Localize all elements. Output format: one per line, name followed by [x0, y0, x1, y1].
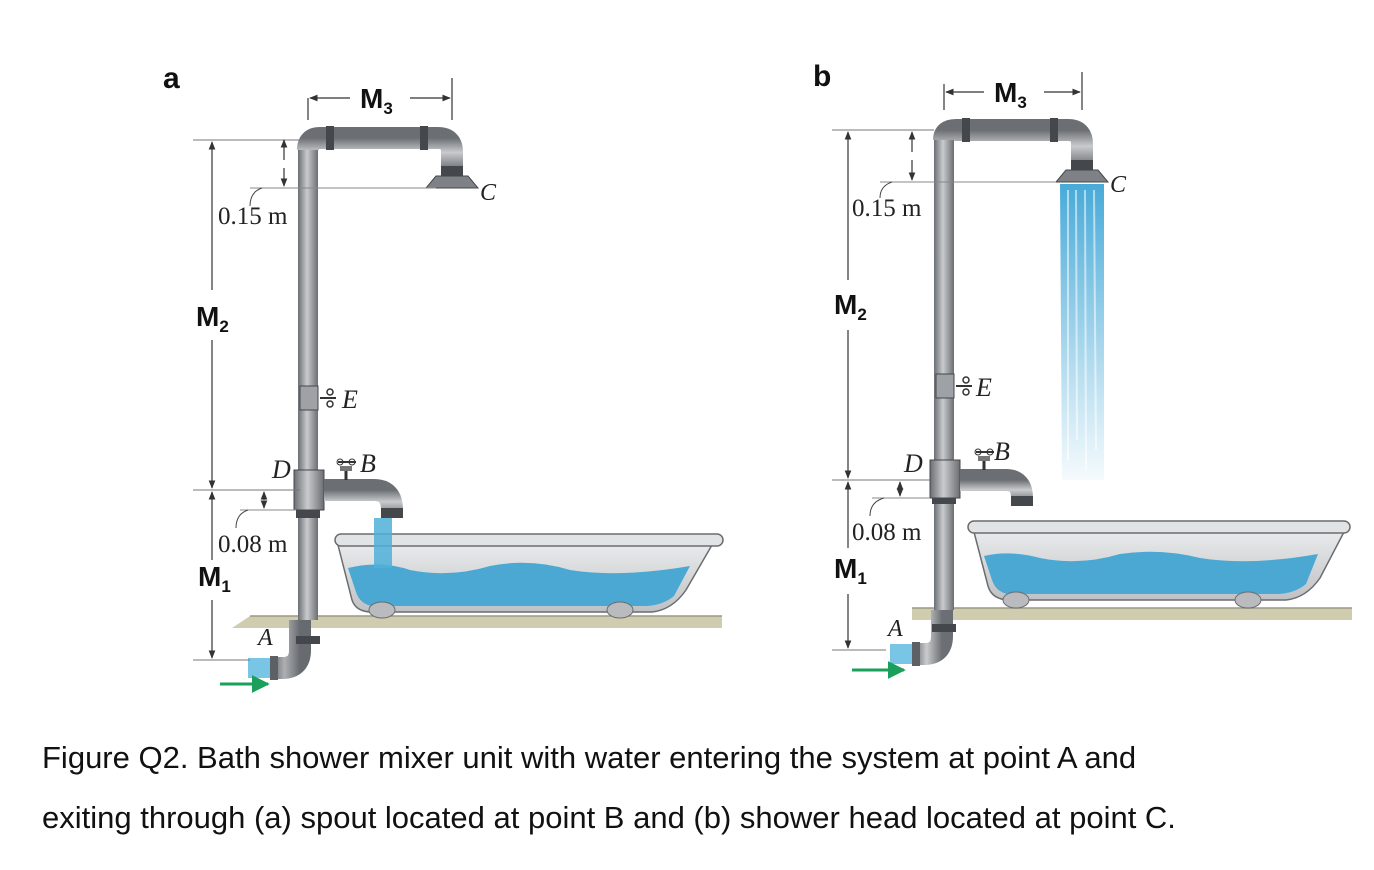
dim-top-a: 0.15 m	[218, 203, 288, 230]
dim-bottom-b: 0.08 m	[852, 519, 922, 546]
tub-water-b	[984, 551, 1318, 594]
riser-a	[298, 150, 318, 620]
valve-e-handle-a	[320, 388, 336, 408]
point-e-label-a: E	[341, 385, 358, 414]
panel-letter-b: b	[813, 60, 831, 93]
point-e-label-b: E	[975, 373, 992, 402]
point-d-label-a: D	[271, 455, 291, 484]
top-arm-b	[933, 119, 1093, 166]
m3-label-a: M3	[360, 83, 393, 118]
shower-spray-b	[1060, 184, 1104, 480]
diagram-svg: a A E	[163, 60, 1352, 693]
bathtub-b	[967, 520, 1351, 609]
point-d-label-b: D	[903, 449, 923, 478]
figure-caption: Figure Q2. Bath shower mixer unit with w…	[42, 728, 1342, 848]
shower-head-a	[424, 175, 480, 189]
point-c-label-a: C	[480, 180, 497, 206]
top-arm-a	[297, 127, 463, 170]
valve-b-handle-a	[336, 458, 356, 480]
panel-a: a A E	[163, 62, 724, 693]
tee-d-b	[929, 459, 961, 499]
valve-e-body-b	[935, 373, 955, 399]
panel-letter-a: a	[163, 62, 180, 95]
inlet-water-a	[248, 658, 270, 678]
inlet-elbow-a	[272, 620, 311, 679]
inlet-elbow-b	[914, 610, 953, 665]
valve-e-handle-b	[956, 376, 972, 396]
dim-bottom-a: 0.08 m	[218, 531, 288, 558]
point-b-label-a: B	[360, 449, 376, 478]
point-a-label-b: A	[886, 616, 903, 642]
bathtub-a	[334, 533, 724, 619]
m1-label-a: M1	[198, 561, 231, 596]
valve-b-handle-b	[974, 448, 994, 470]
shower-head-b	[1054, 169, 1110, 183]
caption-line-1: Figure Q2. Bath shower mixer unit with w…	[42, 740, 1137, 775]
inlet-water-b	[890, 644, 912, 664]
caption-line-2: exiting through (a) spout located at poi…	[42, 800, 1176, 835]
point-a-label-a: A	[256, 625, 273, 651]
spout-water-a	[374, 518, 392, 568]
dim-top-b: 0.15 m	[852, 195, 922, 222]
floor-a	[232, 616, 722, 628]
point-c-label-b: C	[1110, 172, 1127, 198]
m2-label-a: M2	[196, 301, 229, 336]
point-b-label-b: B	[994, 437, 1010, 466]
panel-b: b A E	[813, 60, 1352, 679]
m1-label-b: M1	[834, 553, 867, 588]
m3-label-b: M3	[994, 77, 1027, 112]
tub-water-a	[348, 562, 690, 606]
floor-b	[912, 608, 1352, 620]
valve-e-body-a	[299, 385, 319, 411]
m2-label-b: M2	[834, 289, 867, 324]
